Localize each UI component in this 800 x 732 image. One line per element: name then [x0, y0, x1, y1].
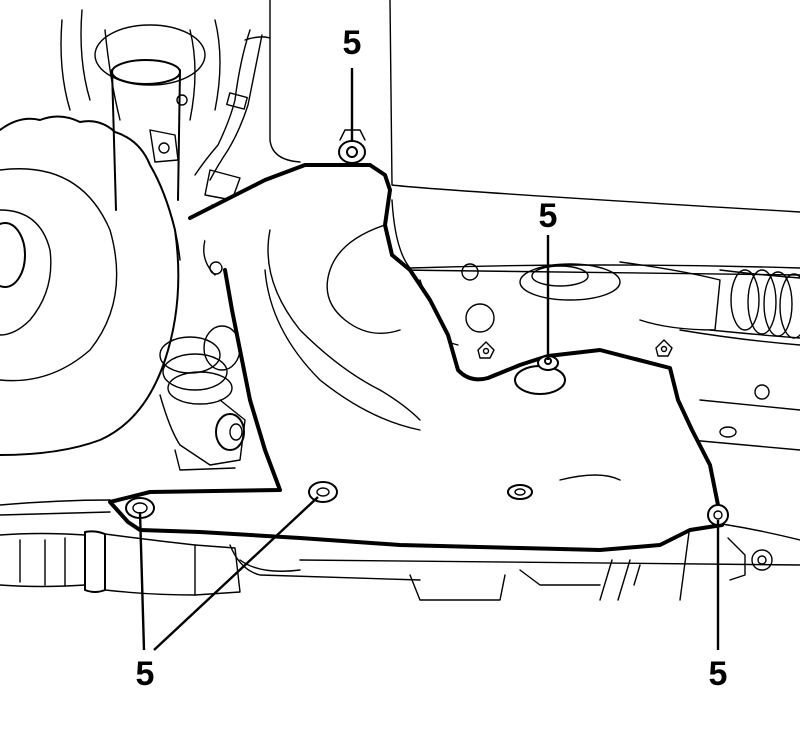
lower-right-brackets [409, 524, 773, 601]
strut-tower [60, 9, 221, 211]
body-floor-lines [0, 0, 800, 581]
splash-shield [108, 163, 724, 552]
fastener-center [514, 355, 566, 395]
callout-labels: 5 5 5 5 [136, 24, 728, 693]
right-driveshaft [419, 261, 800, 438]
callout-label-bottom-right: 5 [709, 655, 728, 693]
shield-hole [507, 484, 533, 500]
brake-disc-hub [0, 115, 181, 456]
exhaust-pipe [0, 530, 301, 596]
fastener-bottom-left-b [308, 481, 338, 503]
cv-joint-boot [159, 325, 246, 471]
fastener-bottom-right [707, 504, 729, 526]
callout-label-bottom-left: 5 [136, 655, 155, 693]
callout-label-top: 5 [343, 24, 362, 62]
small-bolts [477, 339, 673, 359]
callout-leaders [138, 68, 720, 651]
callout-label-center: 5 [539, 197, 558, 235]
